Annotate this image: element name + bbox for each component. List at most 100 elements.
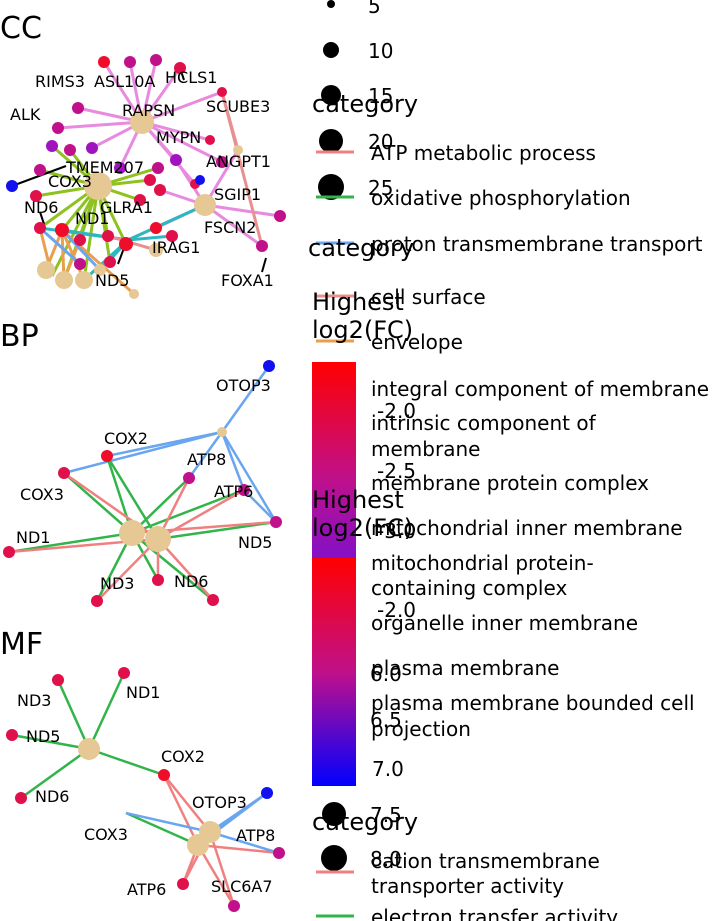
legend-title: Highest bbox=[312, 288, 404, 316]
bp-panel: BP bbox=[0, 319, 282, 607]
size-legend-label: 5 bbox=[368, 0, 381, 18]
fc-tick-label: 7.5 bbox=[370, 803, 402, 827]
legend-entry: mitochondrial inner membrane bbox=[371, 516, 683, 540]
legend-title: Highest bbox=[312, 486, 404, 514]
gene-label: OTOP3 bbox=[216, 376, 271, 395]
size-legend-label: 10 bbox=[368, 39, 393, 63]
gene-label: ND1 bbox=[126, 683, 160, 702]
gene-label: ATP8 bbox=[187, 450, 226, 469]
gene-label: ATP8 bbox=[236, 826, 275, 845]
gene-label: RIMS3 bbox=[35, 72, 85, 91]
gene-label: ND6 bbox=[24, 198, 58, 217]
legend-entry: proton transmembrane transport bbox=[371, 232, 703, 256]
legend-entry: plasma membrane bounded cell bbox=[371, 691, 695, 715]
gene-label: RAPSN bbox=[122, 101, 175, 120]
fc-tick-label: -2.5 bbox=[377, 459, 416, 483]
gene-label: ALK bbox=[10, 105, 41, 124]
legend-entry: membrane protein complex bbox=[371, 471, 649, 495]
mf-panel: MF bbox=[0, 627, 285, 912]
gene-label: GLRA1 bbox=[100, 198, 153, 217]
gene-label: COX3 bbox=[20, 485, 64, 504]
cc-panel: CC bbox=[0, 11, 286, 299]
size-legend: 5 10 15 20 25 bbox=[318, 0, 393, 200]
fc-tick-label: -2.0 bbox=[377, 598, 416, 622]
legend-entry: cell surface bbox=[371, 285, 486, 309]
cc-category-legend: category cell surface envelope integral … bbox=[308, 234, 709, 741]
gene-label: ANGPT1 bbox=[206, 152, 271, 171]
size-legend-label: 15 bbox=[368, 84, 393, 108]
legend-title: log2(FC) bbox=[312, 514, 413, 542]
mf-nodes bbox=[6, 667, 285, 912]
gene-label: ASL10A bbox=[94, 72, 155, 91]
legend-entry: ATP metabolic process bbox=[371, 141, 596, 165]
mf-edges bbox=[11, 672, 280, 907]
gene-label: MYPN bbox=[156, 128, 201, 147]
legend-area: 5 10 15 20 25 category ATP metabolic pro… bbox=[308, 0, 709, 921]
gene-label: FSCN2 bbox=[204, 218, 256, 237]
fc-gradient-bar bbox=[312, 362, 356, 572]
fc-gradient-bar bbox=[312, 558, 356, 786]
size-legend-label: 20 bbox=[368, 130, 393, 154]
bp-category-legend: category ATP metabolic process oxidative… bbox=[312, 90, 703, 256]
fc-colorbar-1: Highest log2(FC) -2.0 -2.5 -3.0 bbox=[312, 288, 416, 572]
gene-label: COX3 bbox=[48, 172, 92, 191]
gene-label: ND5 bbox=[238, 533, 272, 552]
gene-label: COX2 bbox=[161, 747, 205, 766]
gene-label: TMEM207 bbox=[65, 158, 144, 177]
size-legend-label: 25 bbox=[368, 176, 393, 200]
gene-label: SCUBE3 bbox=[206, 97, 270, 116]
legend-title: category bbox=[312, 808, 418, 836]
gene-label: ND3 bbox=[17, 691, 51, 710]
legend-entry: plasma membrane bbox=[371, 656, 559, 680]
gene-label: ATP6 bbox=[127, 880, 166, 899]
gene-label: ND5 bbox=[95, 271, 129, 290]
gene-label: ND1 bbox=[16, 528, 50, 547]
gene-label: HCLS1 bbox=[165, 68, 217, 87]
legend-entry: cation transmembrane bbox=[371, 849, 600, 873]
legend-title: category bbox=[308, 234, 414, 262]
legend-entry: electron transfer activity bbox=[371, 905, 618, 921]
gene-label: ND6 bbox=[35, 787, 69, 806]
gene-label: SLC6A7 bbox=[211, 877, 273, 896]
legend-entry: oxidative phosphorylation bbox=[371, 186, 631, 210]
legend-entry: membrane bbox=[371, 437, 480, 461]
legend-entry: organelle inner membrane bbox=[371, 611, 638, 635]
legend-entry: integral component of membrane bbox=[371, 377, 709, 401]
bp-edges bbox=[8, 365, 278, 602]
fc-tick-label: -2.0 bbox=[377, 399, 416, 423]
legend-entry: containing complex bbox=[371, 576, 567, 600]
fc-tick-label: 8.0 bbox=[370, 847, 402, 871]
gene-label: SGIP1 bbox=[214, 185, 261, 204]
gene-label: ND5 bbox=[26, 727, 60, 746]
fc-tick-label: 7.0 bbox=[372, 757, 404, 781]
legend-title: category bbox=[312, 90, 418, 118]
fc-tick-label: 6.0 bbox=[370, 662, 402, 686]
legend-entry: transporter activity bbox=[371, 874, 564, 898]
gene-label: FOXA1 bbox=[221, 271, 274, 290]
fc-colorbar-2: Highest log2(FC) -2.0 6.0 6.5 7.0 7.5 8.… bbox=[312, 486, 416, 871]
legend-entry: projection bbox=[371, 717, 471, 741]
gene-label: ND1 bbox=[75, 209, 109, 228]
legend-entry: envelope bbox=[371, 330, 463, 354]
legend-entry: mitochondrial protein- bbox=[371, 551, 594, 575]
cc-nodes bbox=[6, 54, 286, 299]
gene-label: OTOP3 bbox=[192, 793, 247, 812]
gene-label: IRAG1 bbox=[152, 238, 200, 257]
mf-gene-labels: ND3 ND1 ND5 ND6 COX2 OTOP3 COX3 ATP8 ATP… bbox=[17, 683, 275, 899]
mf-panel-title: MF bbox=[0, 627, 43, 662]
gene-label: ATP6 bbox=[214, 482, 253, 501]
legend-entry: intrinsic component of bbox=[371, 411, 597, 435]
fc-tick-label: -3.0 bbox=[377, 519, 416, 543]
bp-gene-labels: OTOP3 COX2 ATP8 COX3 ATP6 ND1 ND5 ND3 ND… bbox=[16, 376, 272, 593]
gene-label: ND3 bbox=[100, 574, 134, 593]
mf-category-legend: category cation transmembrane transporte… bbox=[312, 808, 618, 921]
cc-panel-title: CC bbox=[0, 11, 42, 46]
bp-nodes bbox=[3, 360, 282, 607]
fc-tick-label: 6.5 bbox=[370, 708, 402, 732]
legend-title: log2(FC) bbox=[312, 316, 413, 344]
bp-panel-title: BP bbox=[0, 319, 39, 354]
cc-gene-labels: RIMS3 ASL10A HCLS1 RAPSN SCUBE3 ALK MYPN… bbox=[10, 68, 274, 290]
gene-label: COX3 bbox=[84, 825, 128, 844]
gene-label: ND6 bbox=[174, 572, 208, 591]
